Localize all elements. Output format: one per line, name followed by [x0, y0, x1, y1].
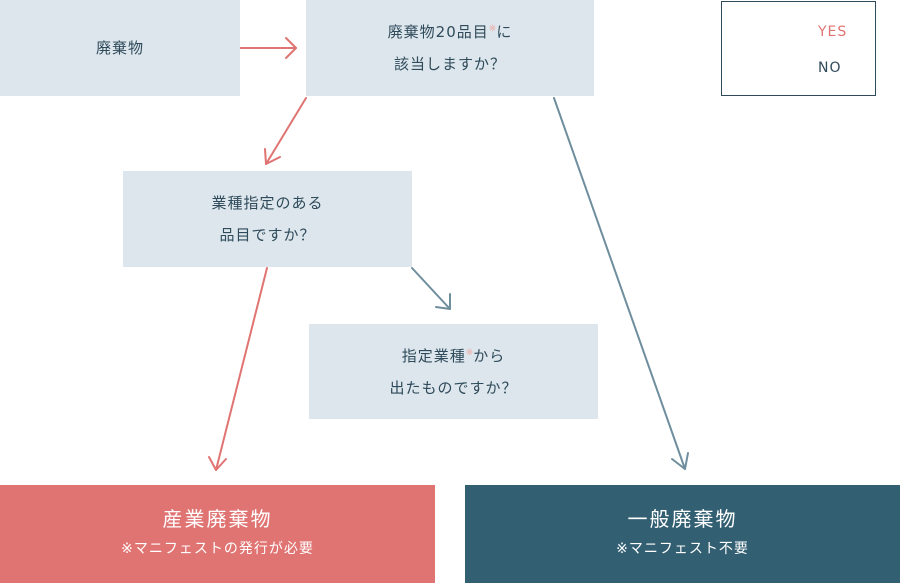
- legend-yes-label: YES: [818, 24, 848, 40]
- node-q3-line2: 出たものですか？: [389, 378, 518, 397]
- node-question-20-items: 廃棄物20品目※に 該当しますか？: [306, 0, 594, 96]
- note-mark: ※: [488, 24, 497, 34]
- result-industrial-title: 産業廃棄物: [162, 507, 273, 531]
- node-q3-text: 指定業種: [401, 346, 466, 365]
- arrow-q1-to-q2: [264, 97, 307, 165]
- result-general-title: 一般廃棄物: [627, 507, 738, 531]
- node-q3-suffix: から: [473, 346, 506, 365]
- note-mark: ※: [465, 347, 474, 358]
- node-q2-line1: 業種指定のある: [211, 194, 324, 212]
- node-q3-line1: 指定業種※から: [402, 340, 506, 372]
- node-question-designated-industry: 指定業種※から 出たものですか？: [309, 324, 598, 419]
- arrow-haiki-to-q1: [239, 37, 297, 59]
- arrow-q2-to-industrial: [208, 267, 268, 471]
- node-haiki: 廃棄物: [0, 0, 240, 96]
- node-q1-line1: 廃棄物20品目※に: [388, 16, 513, 48]
- node-q2-line2: 品目ですか？: [219, 226, 316, 244]
- result-general-note: ※マニフェスト不要: [616, 541, 749, 557]
- result-industrial-note: ※マニフェストの発行が必要: [121, 541, 314, 557]
- result-industrial-waste: 産業廃棄物 ※マニフェストの発行が必要: [0, 485, 435, 583]
- node-q1-text: 廃棄物20品目: [387, 23, 489, 41]
- node-q1-suffix: に: [496, 23, 513, 41]
- legend-no-label: NO: [818, 60, 842, 76]
- legend: YES NO: [721, 1, 876, 96]
- node-question-industry-items: 業種指定のある 品目ですか？: [123, 171, 412, 267]
- node-haiki-label: 廃棄物: [95, 39, 144, 57]
- node-q1-line2: 該当しますか？: [393, 55, 506, 73]
- arrow-q1-to-general: [553, 97, 689, 470]
- arrow-q2-to-q3: [411, 267, 451, 310]
- result-general-waste: 一般廃棄物 ※マニフェスト不要: [465, 485, 900, 583]
